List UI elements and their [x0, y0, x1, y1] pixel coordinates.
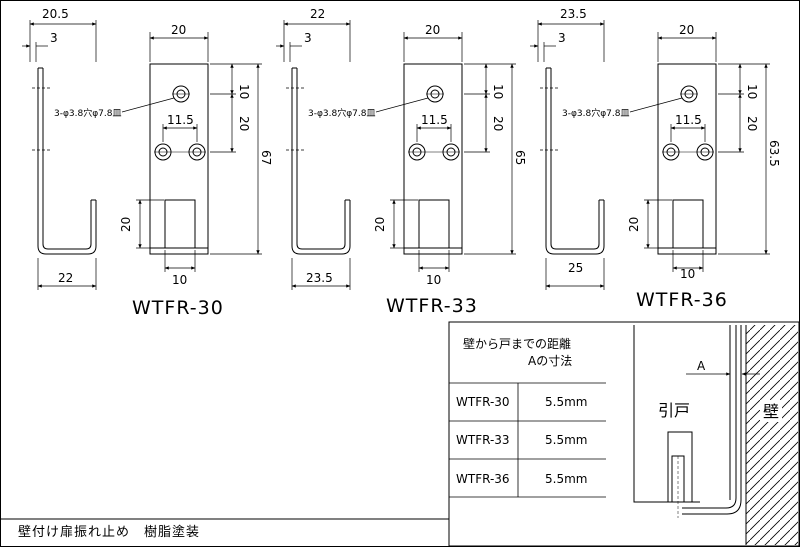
wall-label: 壁: [763, 402, 779, 421]
dim-plate-height: 63.5: [767, 140, 781, 167]
dim-plate-mid: 20: [237, 116, 251, 131]
dim-plate-height: 67: [259, 150, 273, 165]
model-name: WTFR-33: [386, 295, 478, 317]
model-name: WTFR-30: [132, 297, 224, 319]
dim-hole-pitch: 11.5: [675, 113, 702, 127]
dim-plate-top: 10: [237, 84, 251, 99]
gap-label: A: [697, 359, 706, 373]
hook-drawing-wtfr-36: [530, 20, 770, 290]
hook-labels-wtfr-33: 22 3 23.5 20 10 20 65 11.5 20 10 3-φ3.8穴…: [304, 7, 527, 317]
hole-note: 3-φ3.8穴φ7.8皿: [562, 107, 629, 119]
dim-slot-width: 10: [680, 267, 695, 281]
model-name: WTFR-36: [636, 289, 728, 311]
hook-labels-wtfr-36: 23.5 3 25 20 10 20 63.5 11.5 20 10 3-φ3.…: [558, 7, 781, 311]
table-row-value: 5.5mm: [545, 472, 587, 486]
dim-plate-width: 20: [679, 23, 694, 37]
dim-base-width: 23.5: [306, 271, 333, 285]
dim-plate-top: 10: [745, 84, 759, 99]
hook-in-wall: [682, 325, 742, 515]
dim-top-inner: 3: [304, 31, 312, 45]
dim-plate-mid: 20: [745, 116, 759, 131]
dim-plate-top: 10: [491, 84, 505, 99]
table-header-line2: Aの寸法: [528, 354, 572, 368]
table-row-model: WTFR-30: [456, 395, 510, 409]
dim-slot-width: 10: [172, 273, 187, 287]
dim-base-width: 22: [58, 271, 73, 285]
dim-base-width: 25: [568, 261, 583, 275]
hook-lip: [164, 199, 196, 249]
table-row-model: WTFR-36: [456, 472, 510, 486]
hole-note: 3-φ3.8穴φ7.8皿: [54, 107, 121, 119]
wall-hatch: [746, 325, 798, 545]
dim-top-inner: 3: [558, 31, 566, 45]
table-header-line1: 壁から戸までの距離: [463, 336, 571, 351]
hook-drawing-wtfr-33: [276, 20, 516, 290]
dim-hole-pitch: 11.5: [421, 113, 448, 127]
table-row-value: 5.5mm: [545, 395, 587, 409]
dim-slot-height: 20: [119, 217, 133, 232]
dim-plate-mid: 20: [491, 116, 505, 131]
mounting-plate: [149, 63, 209, 255]
hook-drawing-wtfr-30: [22, 20, 262, 290]
dim-slot-height: 20: [627, 217, 641, 232]
dim-top-inner: 3: [50, 31, 58, 45]
dim-slot-height: 20: [373, 217, 387, 232]
table-row-model: WTFR-33: [456, 433, 510, 447]
installation-detail: A 引戸 壁: [633, 325, 798, 545]
table-panel: [448, 321, 800, 547]
sliding-door: [633, 325, 731, 503]
dim-plate-width: 20: [425, 23, 440, 37]
dim-slot-width: 10: [426, 273, 441, 287]
dim-top-overall: 20.5: [42, 7, 69, 21]
footer-caption: 壁付け扉振れ止め 樹脂塗装: [18, 524, 200, 540]
distance-table: 壁から戸までの距離 Aの寸法 WTFR-30 5.5mm WTFR-33 5.5…: [448, 321, 800, 547]
dim-top-overall: 22: [310, 7, 325, 21]
hole-note: 3-φ3.8穴φ7.8皿: [308, 107, 375, 119]
hook-labels-wtfr-30: 20.5 3 22 20 10 20 67 11.5 20 10 3-φ3.8穴…: [42, 7, 273, 319]
dim-plate-width: 20: [171, 23, 186, 37]
dim-top-overall: 23.5: [560, 7, 587, 21]
table-row-value: 5.5mm: [545, 433, 587, 447]
dim-hole-pitch: 11.5: [167, 113, 194, 127]
dim-plate-height: 65: [513, 150, 527, 165]
hook-profile-outer: [37, 68, 97, 255]
hook-profile-inner: [42, 68, 92, 250]
door-label: 引戸: [658, 401, 690, 420]
